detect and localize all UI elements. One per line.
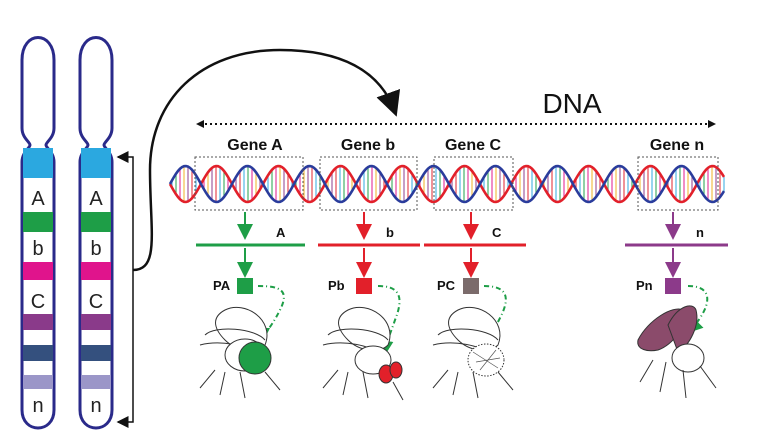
allele-label-n: n xyxy=(696,225,704,240)
dna-strand xyxy=(168,164,726,204)
fly-illustration-b xyxy=(322,306,404,401)
gene-n-expression: n Pn xyxy=(625,212,728,334)
chromosome-label-b: b xyxy=(32,238,43,260)
protein-label-b: Pb xyxy=(328,278,345,293)
chromosome-label-n: n xyxy=(32,395,43,417)
gene-c-expression: C PC xyxy=(424,212,526,346)
chromosome-label-a: A xyxy=(31,188,45,210)
chromosome-label-a: A xyxy=(89,188,103,210)
gene-box-n xyxy=(637,156,719,211)
chromosome-right: A b C n xyxy=(78,36,114,430)
dna-strand xyxy=(168,164,726,204)
chromosome-bracket xyxy=(116,151,134,428)
fly-illustration-n xyxy=(637,305,717,399)
chromosome-label-b: b xyxy=(90,238,101,260)
gene-label-n: Gene n xyxy=(650,137,704,154)
protein-label-c: PC xyxy=(437,278,456,293)
protein-label-n: Pn xyxy=(636,278,653,293)
dna-span-arrow xyxy=(196,120,716,128)
chromosome-label-n: n xyxy=(90,395,101,417)
gene-box-b xyxy=(319,156,418,211)
gene-label-b: Gene b xyxy=(341,137,395,154)
dna-helix xyxy=(168,164,726,204)
allele-label-a: A xyxy=(276,225,286,240)
curved-arrow xyxy=(132,48,401,272)
protein-square-n xyxy=(665,278,681,294)
protein-square-b xyxy=(356,278,372,294)
gene-box-c xyxy=(433,156,514,211)
fly-illustration-c xyxy=(432,306,514,399)
allele-label-c: C xyxy=(492,225,502,240)
fly-illustration-a xyxy=(199,306,281,399)
protein-label-a: PA xyxy=(213,278,231,293)
chromosome-label-c: C xyxy=(89,291,103,313)
chromosome-label-c: C xyxy=(31,291,45,313)
gene-b-expression: b Pb xyxy=(318,212,420,357)
gene-label-a: Gene A xyxy=(227,137,283,154)
chromosome-left: A b C n xyxy=(20,36,56,430)
gene-label-c: Gene C xyxy=(445,137,501,154)
protein-square-c xyxy=(463,278,479,294)
allele-label-b: b xyxy=(386,225,394,240)
dna-title: DNA xyxy=(542,88,601,119)
gene-boxes xyxy=(194,156,719,211)
gene-box-a xyxy=(194,156,304,211)
protein-square-a xyxy=(237,278,253,294)
